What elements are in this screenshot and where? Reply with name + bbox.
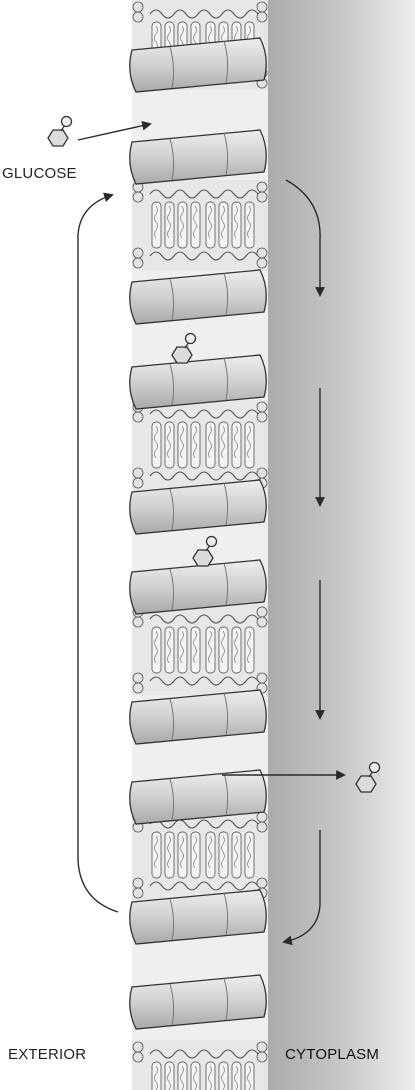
exterior-label: EXTERIOR bbox=[8, 1046, 86, 1063]
cytoplasm-label: CYTOPLASM bbox=[285, 1046, 379, 1063]
cytoplasm-region bbox=[262, 0, 415, 1090]
glucose-label: GLUCOSE bbox=[2, 165, 77, 182]
